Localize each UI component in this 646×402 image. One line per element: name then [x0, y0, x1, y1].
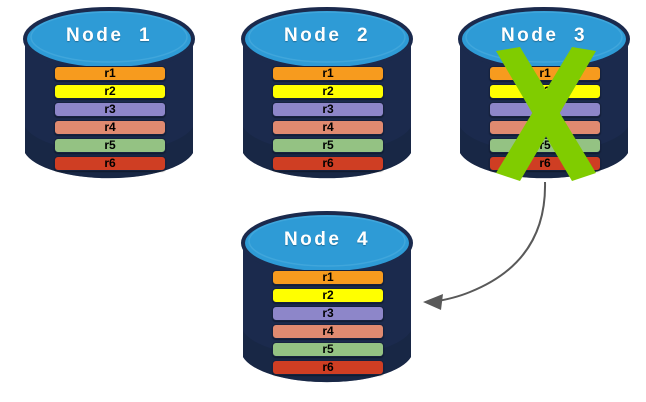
- node-1-cylinder[interactable]: Node 1 r1 r2 r3 r4 r5 r6: [23, 7, 195, 185]
- node-4-row-r3[interactable]: r3: [272, 306, 384, 321]
- node-4-row-r5[interactable]: r5: [272, 342, 384, 357]
- node-3-cylinder[interactable]: Node 3 r1 r2 r3 r4 r5 r6: [458, 7, 630, 185]
- node-1-row-r5[interactable]: r5: [54, 138, 166, 153]
- node-1-row-r1[interactable]: r1: [54, 66, 166, 81]
- node-3-row-r1[interactable]: r1: [489, 66, 601, 81]
- node-2-cylinder[interactable]: Node 2 r1 r2 r3 r4 r5 r6: [241, 7, 413, 185]
- node-4-row-r4[interactable]: r4: [272, 324, 384, 339]
- node-3-row-r3[interactable]: r3: [489, 102, 601, 117]
- node-2-rows: r1 r2 r3 r4 r5 r6: [272, 66, 384, 171]
- node-4-row-r2[interactable]: r2: [272, 288, 384, 303]
- node-2-row-r3[interactable]: r3: [272, 102, 384, 117]
- node-4-rows: r1 r2 r3 r4 r5 r6: [272, 270, 384, 375]
- node-4-cylinder[interactable]: Node 4 r1 r2 r3 r4 r5 r6: [241, 211, 413, 389]
- node-1-row-r3[interactable]: r3: [54, 102, 166, 117]
- node-2-row-r6[interactable]: r6: [272, 156, 384, 171]
- node-2-row-r2[interactable]: r2: [272, 84, 384, 99]
- node-1-row-r4[interactable]: r4: [54, 120, 166, 135]
- node-2-row-r5[interactable]: r5: [272, 138, 384, 153]
- node-3-row-r6[interactable]: r6: [489, 156, 601, 171]
- node-3-row-r2[interactable]: r2: [489, 84, 601, 99]
- node-4-row-r1[interactable]: r1: [272, 270, 384, 285]
- node-1-row-r2[interactable]: r2: [54, 84, 166, 99]
- node-2-row-r1[interactable]: r1: [272, 66, 384, 81]
- node-1-row-r6[interactable]: r6: [54, 156, 166, 171]
- node-3-row-r4[interactable]: r4: [489, 120, 601, 135]
- node-3-row-r5[interactable]: r5: [489, 138, 601, 153]
- node-4-row-r6[interactable]: r6: [272, 360, 384, 375]
- node-2-row-r4[interactable]: r4: [272, 120, 384, 135]
- node-3-rows: r1 r2 r3 r4 r5 r6: [489, 66, 601, 171]
- node-1-rows: r1 r2 r3 r4 r5 r6: [54, 66, 166, 171]
